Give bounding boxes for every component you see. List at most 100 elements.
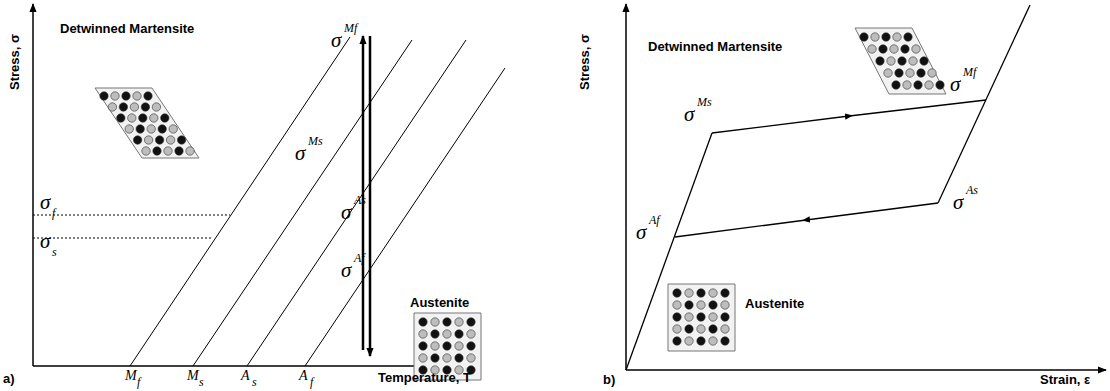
atom	[141, 103, 149, 111]
atom	[906, 69, 914, 77]
atom	[895, 69, 903, 77]
atom	[130, 103, 138, 111]
atom	[133, 92, 141, 100]
atom	[892, 81, 900, 89]
atom	[898, 57, 906, 65]
atom	[721, 301, 729, 309]
atom	[928, 69, 936, 77]
phase-label: Detwinned Martensite	[60, 22, 194, 35]
atom	[133, 136, 141, 144]
axis-title: Stress, σ	[8, 34, 21, 90]
atom	[709, 289, 717, 297]
atom	[685, 313, 693, 321]
lattice-cell	[95, 88, 199, 158]
atom	[871, 33, 879, 41]
stress-symbol: σ	[953, 192, 963, 213]
atom	[876, 57, 884, 65]
atom	[125, 125, 133, 133]
atom	[152, 103, 160, 111]
stress-symbol: σ	[684, 104, 694, 125]
atom	[147, 125, 155, 133]
stress-symbol: σ	[40, 231, 50, 252]
lattice	[855, 28, 946, 94]
atom	[721, 337, 729, 345]
atom	[155, 136, 163, 144]
axis-title: Detwinned Martensite	[648, 40, 782, 53]
atom	[925, 81, 933, 89]
atom	[455, 318, 463, 326]
atom	[909, 57, 917, 65]
atom	[912, 45, 920, 53]
atom	[904, 33, 912, 41]
atom	[161, 114, 169, 122]
atom	[117, 114, 125, 122]
phase-label: Temperature, T	[378, 371, 471, 384]
phase-label: Stress, σ	[578, 34, 591, 90]
atom	[860, 33, 868, 41]
atom	[868, 45, 876, 53]
atom	[142, 147, 150, 155]
atom	[467, 354, 475, 362]
axis-title: a)	[3, 372, 15, 385]
atom	[709, 301, 717, 309]
atom	[467, 342, 475, 350]
lattice	[668, 284, 735, 351]
axes-b	[626, 4, 1106, 370]
atom	[920, 57, 928, 65]
atom	[455, 354, 463, 362]
atom	[697, 301, 705, 309]
atom	[164, 147, 172, 155]
atom	[685, 337, 693, 345]
atom	[882, 33, 890, 41]
stress-symbol: σ	[295, 143, 305, 164]
atom	[673, 313, 681, 321]
atom	[936, 81, 944, 89]
superscript-label: Mf	[963, 66, 976, 78]
subscript-label: f	[310, 376, 313, 388]
atom	[169, 125, 177, 133]
atom	[903, 81, 911, 89]
atom	[709, 325, 717, 333]
superscript-label: Af	[649, 214, 660, 226]
atom	[431, 330, 439, 338]
axis-title: Austenite	[410, 296, 469, 309]
atom	[431, 318, 439, 326]
atom	[443, 318, 451, 326]
atom	[709, 337, 717, 345]
superscript-label: Af	[354, 252, 365, 264]
atom	[685, 289, 693, 297]
crystal-lattices	[95, 28, 946, 380]
subscript-label: f	[137, 376, 140, 388]
tick-label: M	[125, 369, 137, 383]
atom	[455, 330, 463, 338]
atom	[166, 136, 174, 144]
atom	[697, 313, 705, 321]
atom	[144, 136, 152, 144]
subscript-label: s	[199, 376, 204, 388]
lattice-cell	[414, 313, 481, 380]
stress-symbol: σ	[950, 74, 960, 95]
atom	[144, 92, 152, 100]
lattice-cell	[855, 28, 946, 94]
atom	[153, 147, 161, 155]
atom	[697, 289, 705, 297]
atom	[443, 330, 451, 338]
atom	[136, 125, 144, 133]
stress-symbol: σ	[331, 30, 341, 51]
superscript-label: As	[966, 184, 978, 196]
atom	[467, 330, 475, 338]
atom	[431, 354, 439, 362]
atom	[685, 325, 693, 333]
atom	[111, 92, 119, 100]
atom	[122, 92, 130, 100]
atom	[175, 147, 183, 155]
atom	[419, 318, 427, 326]
atom	[917, 69, 925, 77]
lattice	[95, 88, 199, 158]
atom	[673, 301, 681, 309]
atom	[914, 81, 922, 89]
atom	[467, 318, 475, 326]
atom	[709, 313, 717, 321]
atom	[419, 354, 427, 362]
